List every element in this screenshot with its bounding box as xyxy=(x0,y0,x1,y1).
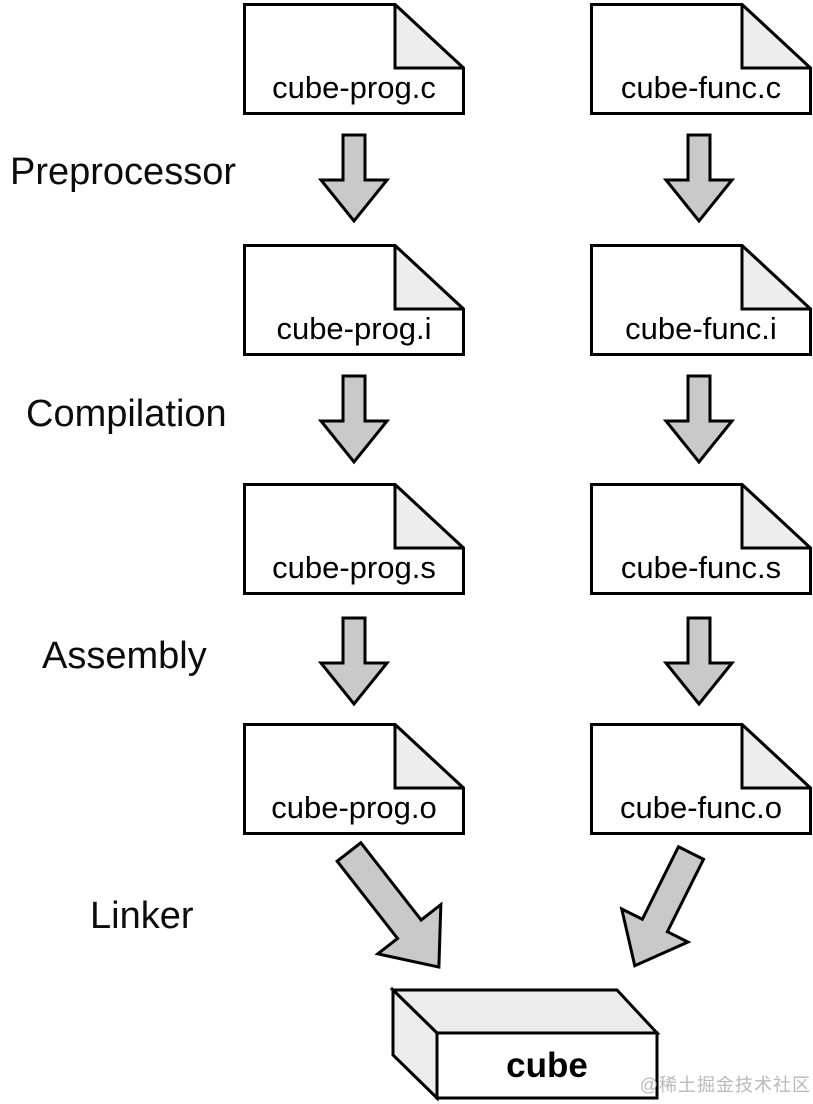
file-label: cube-func.i xyxy=(625,311,777,346)
file-label: cube-prog.o xyxy=(271,790,437,825)
file-node-cube-prog-c: cube-prog.c xyxy=(243,3,465,115)
box-top-face xyxy=(389,988,661,1035)
file-label: cube-prog.s xyxy=(272,550,436,585)
stage-label-compilation: Compilation xyxy=(26,393,227,435)
output-3d-box xyxy=(389,986,661,1102)
watermark-text: @稀土掘金技术社区 xyxy=(639,1075,811,1095)
stage-label-linker: Linker xyxy=(90,895,194,937)
document-folded-corner-icon xyxy=(590,3,812,115)
file-label: cube-func.c xyxy=(620,70,782,105)
arrow-down-icon xyxy=(662,616,736,707)
document-folded-corner-icon xyxy=(243,244,465,356)
file-node-cube-prog-s: cube-prog.s xyxy=(243,483,465,595)
stage-label-preprocessor: Preprocessor xyxy=(10,151,236,193)
document-folded-corner-icon xyxy=(590,244,812,356)
arrow-down-icon xyxy=(662,133,736,224)
file-node-cube-func-i: cube-func.i xyxy=(590,244,812,356)
arrow-down-icon xyxy=(662,374,736,465)
document-folded-corner-icon xyxy=(243,3,465,115)
arrow-down-icon xyxy=(317,374,391,465)
document-folded-corner-icon xyxy=(590,483,812,595)
file-node-cube-prog-o: cube-prog.o xyxy=(243,723,465,835)
file-node-cube-prog-i: cube-prog.i xyxy=(243,244,465,356)
box-front-face xyxy=(435,1031,659,1100)
file-node-cube-func-c: cube-func.c xyxy=(590,3,812,115)
output-label: cube xyxy=(506,1046,588,1085)
file-label: cube-func.o xyxy=(620,790,782,825)
arrow-down-icon xyxy=(317,133,391,224)
document-folded-corner-icon xyxy=(243,723,465,835)
arrow-down-icon xyxy=(317,616,391,707)
file-label: cube-func.s xyxy=(620,550,782,585)
file-label: cube-prog.i xyxy=(276,311,432,346)
stage-label-assembly: Assembly xyxy=(42,635,207,677)
document-folded-corner-icon xyxy=(590,723,812,835)
file-node-cube-func-s: cube-func.s xyxy=(590,483,812,595)
file-node-cube-func-o: cube-func.o xyxy=(590,723,812,835)
arrow-diagonal-left-icon xyxy=(335,840,443,969)
file-label: cube-prog.c xyxy=(272,70,436,105)
arrow-diagonal-right-icon xyxy=(619,844,706,968)
document-folded-corner-icon xyxy=(243,483,465,595)
